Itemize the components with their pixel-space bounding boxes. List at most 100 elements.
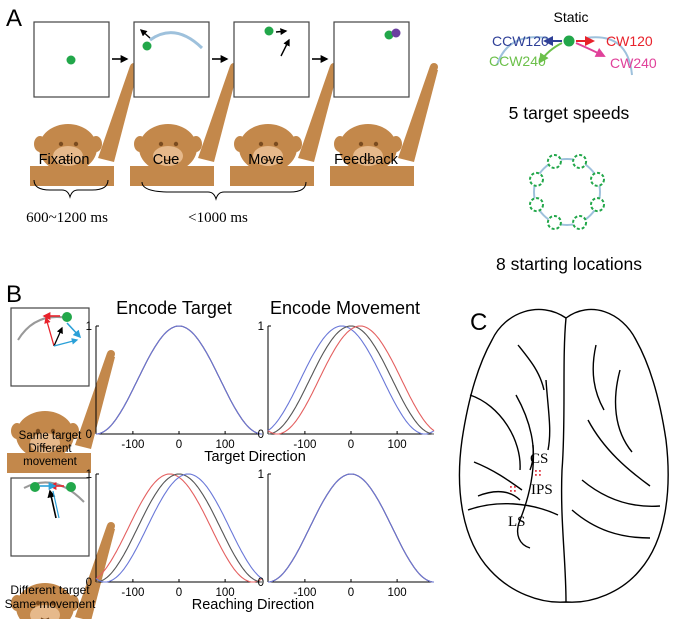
col-title-encode-target: Encode Target — [116, 298, 232, 318]
x-tick-label: 100 — [388, 439, 407, 451]
sulcus — [517, 344, 545, 391]
tuning-curve-blue — [267, 473, 435, 583]
x-tick-label: 0 — [348, 587, 354, 599]
x-tick-label: 100 — [388, 587, 407, 599]
target-dot-left — [30, 482, 40, 492]
x-tick-label: 100 — [216, 439, 235, 451]
y-tick-label: 0 — [258, 577, 264, 589]
sulcus — [515, 394, 534, 471]
tuning-curve-red — [267, 473, 435, 583]
label-ls: LS — [508, 514, 526, 530]
tuning-curve-gray — [95, 473, 263, 583]
target-dot-right — [66, 482, 76, 492]
speed-ccw240-label: CCW240 — [489, 53, 546, 69]
panel-a: A — [6, 5, 657, 274]
ccw240-arrow — [538, 42, 563, 64]
reach-black-arrow — [47, 489, 57, 519]
stage-label-feedback: Feedback — [334, 152, 398, 168]
panel-a-letter: A — [6, 5, 22, 32]
row1-label-line2: Different — [28, 443, 72, 455]
brain-outline — [458, 308, 669, 603]
tuning-curve-blue — [95, 325, 263, 435]
tuning-plot-4: -100 0 100 0 1 — [258, 469, 435, 599]
tuning-curve-red — [95, 473, 263, 583]
row2-label-line2: Same movement — [5, 597, 96, 611]
reach-cyan-arrow — [53, 338, 79, 347]
target-dot — [66, 55, 76, 65]
row1-illustration — [6, 307, 116, 474]
y-tick-label: 1 — [258, 469, 264, 481]
stage-frame — [10, 477, 90, 557]
starting-location-dot — [572, 215, 588, 230]
label-ips: IPS — [531, 482, 553, 498]
starting-location-dot — [546, 215, 562, 230]
reach-black-arrow — [53, 326, 63, 347]
stage-move — [229, 21, 339, 187]
timing-brace-cue-move — [141, 181, 307, 201]
stage-frame — [133, 21, 210, 98]
cyan-arrow — [66, 322, 82, 339]
speed-ring-arc-left — [496, 36, 549, 66]
y-tick-label: 1 — [86, 469, 92, 481]
starting-location-dot — [590, 197, 605, 213]
row2-label-line1: Different target — [10, 583, 90, 597]
stage-label-move: Move — [248, 152, 283, 168]
speed-cw120-label: CW120 — [606, 33, 653, 49]
target-dot — [142, 41, 152, 51]
y-tick-label: 0 — [86, 577, 92, 589]
row1-label-line1: Same target — [19, 430, 82, 442]
target-dot — [264, 26, 274, 36]
starting-location-dot — [546, 154, 562, 169]
target-trajectory-arc — [149, 31, 204, 50]
reach-cyan-line — [52, 490, 60, 519]
tuning-curve-gray — [267, 325, 435, 435]
static-target-dot — [563, 35, 575, 47]
sulcus — [545, 379, 551, 451]
reach-arrow — [280, 38, 290, 57]
stage-label-fixation: Fixation — [39, 152, 90, 168]
xlabel-target-direction: Target Direction — [204, 449, 306, 465]
x-tick-label: -100 — [293, 587, 316, 599]
panel-c: C CS IPS — [458, 308, 669, 603]
midline — [560, 317, 567, 603]
starting-location-dot — [572, 154, 588, 169]
lateral-sulcus-line — [467, 502, 559, 516]
tuning-curve-gray — [95, 325, 263, 435]
location-ring — [533, 158, 601, 226]
starting-location-dot — [529, 197, 544, 213]
x-tick-label: 0 — [176, 439, 182, 451]
starting-locations-caption: 8 starting locations — [496, 254, 642, 274]
timing-cue-move: <1000 ms — [188, 210, 248, 226]
stage-fixation — [29, 21, 139, 187]
site-dot — [514, 486, 516, 488]
cw240-arrow — [575, 42, 606, 57]
x-tick-label: 0 — [348, 439, 354, 451]
panel-b: B Encode Target Encode Movement Same tar… — [5, 281, 435, 619]
sulcus — [477, 490, 521, 501]
recording-sites — [510, 470, 541, 492]
tuning-curve-red — [95, 325, 263, 435]
label-cs: CS — [530, 451, 548, 467]
col-title-encode-movement: Encode Movement — [270, 298, 420, 318]
x-tick-label: 100 — [216, 587, 235, 599]
stage-feedback — [329, 21, 439, 187]
rotation-arrow — [139, 29, 151, 39]
target-speeds-diagram: Static CCW120 CCW240 CW120 CW240 — [489, 9, 657, 76]
xlabel-reaching-direction: Reaching Direction — [192, 597, 315, 613]
target-dot — [62, 312, 72, 322]
tuning-curve-blue — [267, 325, 435, 435]
row2-illustration — [6, 477, 116, 619]
sulcus — [473, 461, 523, 491]
target-dot — [384, 30, 394, 40]
x-tick-label: -100 — [293, 439, 316, 451]
starting-locations-diagram — [529, 154, 605, 230]
stage-cue — [129, 21, 239, 187]
sulcus — [581, 479, 661, 507]
speed-static-label: Static — [553, 9, 588, 25]
tuning-curve-blue — [95, 473, 263, 583]
sulcus — [469, 394, 521, 471]
